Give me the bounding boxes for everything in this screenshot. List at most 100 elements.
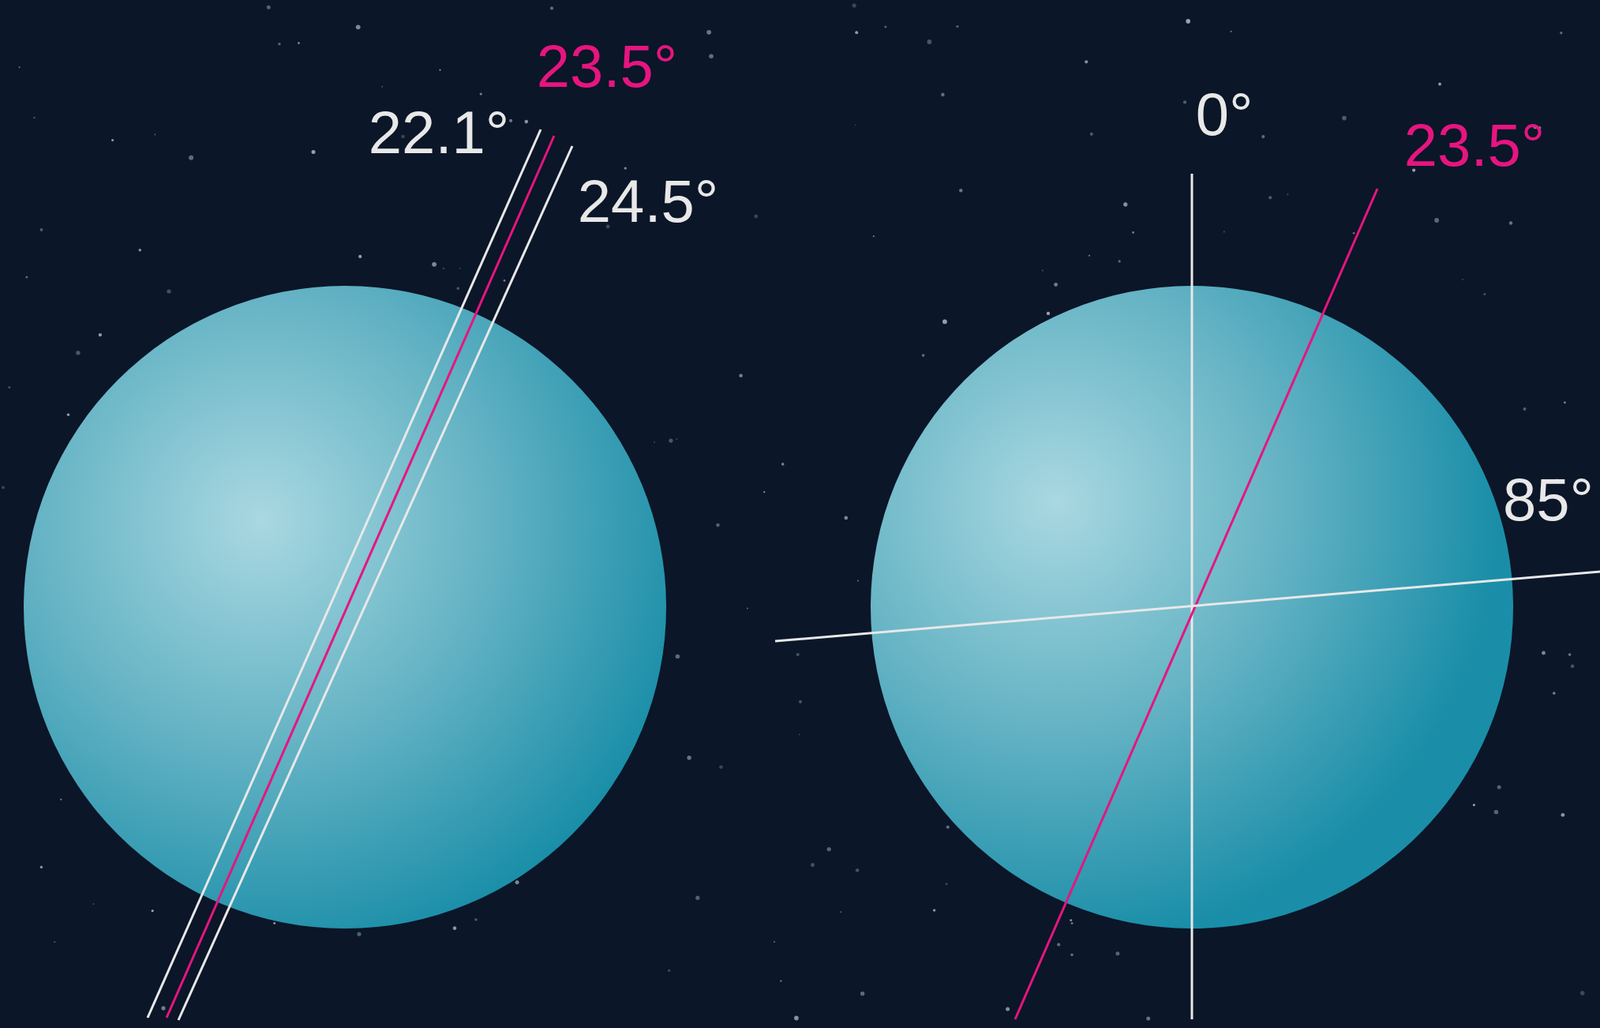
star [161, 1005, 165, 1010]
star [1541, 651, 1546, 656]
star [33, 116, 35, 119]
star [311, 149, 316, 154]
star [810, 862, 815, 867]
axis-line [1015, 188, 1378, 1020]
star [719, 764, 724, 769]
star [1580, 990, 1586, 996]
star [753, 214, 758, 219]
star [273, 921, 276, 925]
star [794, 1015, 799, 1021]
star [946, 825, 950, 829]
star [1041, 269, 1044, 272]
star [1070, 953, 1073, 956]
star [1494, 809, 1499, 815]
axis-line [775, 571, 1600, 641]
star [1570, 664, 1575, 669]
star [358, 254, 362, 259]
angle-label: 85° [1502, 469, 1594, 530]
star [1069, 918, 1072, 922]
star [188, 155, 194, 161]
star [550, 6, 554, 10]
star [438, 69, 441, 72]
star [1046, 311, 1050, 315]
star [1509, 221, 1513, 225]
star [111, 138, 114, 142]
star [1523, 407, 1527, 411]
star [479, 92, 483, 95]
star [1261, 134, 1265, 139]
star [945, 882, 949, 885]
stars [1, 3, 1585, 1020]
star [1568, 652, 1572, 656]
axis-line [147, 129, 541, 1018]
star [1230, 30, 1233, 33]
star [297, 41, 300, 45]
star [933, 908, 936, 911]
star [624, 166, 627, 169]
star [857, 580, 859, 582]
star [686, 755, 691, 760]
star [738, 374, 743, 379]
axis-line [178, 146, 573, 1020]
star [798, 700, 802, 704]
star [1131, 231, 1135, 234]
star [827, 846, 832, 851]
star [884, 25, 887, 28]
star [675, 438, 678, 440]
star [25, 276, 28, 279]
star [852, 3, 857, 8]
planet-sphere [23, 285, 667, 929]
axis-line [1191, 173, 1194, 1020]
angle-label: 22.1° [368, 102, 510, 163]
angle-label: 23.5° [1404, 115, 1545, 176]
star [7, 385, 11, 389]
star [1559, 31, 1563, 34]
star [1123, 202, 1128, 207]
star [138, 248, 143, 252]
star [798, 733, 801, 735]
star [1056, 942, 1061, 946]
star [356, 932, 361, 937]
star [854, 123, 857, 126]
star [779, 979, 782, 982]
star [706, 29, 712, 35]
star [59, 798, 62, 801]
star [855, 868, 860, 873]
star [942, 319, 948, 325]
star [40, 228, 44, 232]
star [166, 288, 171, 293]
star [668, 438, 673, 443]
star [1185, 18, 1191, 24]
star [151, 909, 154, 912]
star [715, 523, 720, 528]
angle-label: 0° [1195, 84, 1254, 145]
star [98, 333, 102, 337]
star [381, 86, 383, 88]
angle-label: 23.5° [536, 36, 678, 97]
star [524, 119, 529, 124]
star [873, 235, 875, 237]
star [773, 940, 776, 943]
star [667, 969, 671, 972]
star [431, 262, 437, 267]
star [796, 652, 800, 656]
star [1472, 803, 1476, 806]
star [844, 516, 849, 521]
star [781, 462, 785, 466]
star [75, 350, 80, 355]
star [940, 93, 945, 98]
star [1183, 100, 1187, 104]
star [1005, 1007, 1010, 1012]
star [515, 880, 520, 885]
star [1434, 217, 1439, 223]
angle-label: 24.5° [577, 171, 719, 232]
star [1561, 813, 1566, 817]
star [503, 279, 506, 282]
star [355, 24, 361, 30]
star [927, 39, 933, 45]
star [1497, 784, 1502, 789]
star [18, 66, 21, 68]
